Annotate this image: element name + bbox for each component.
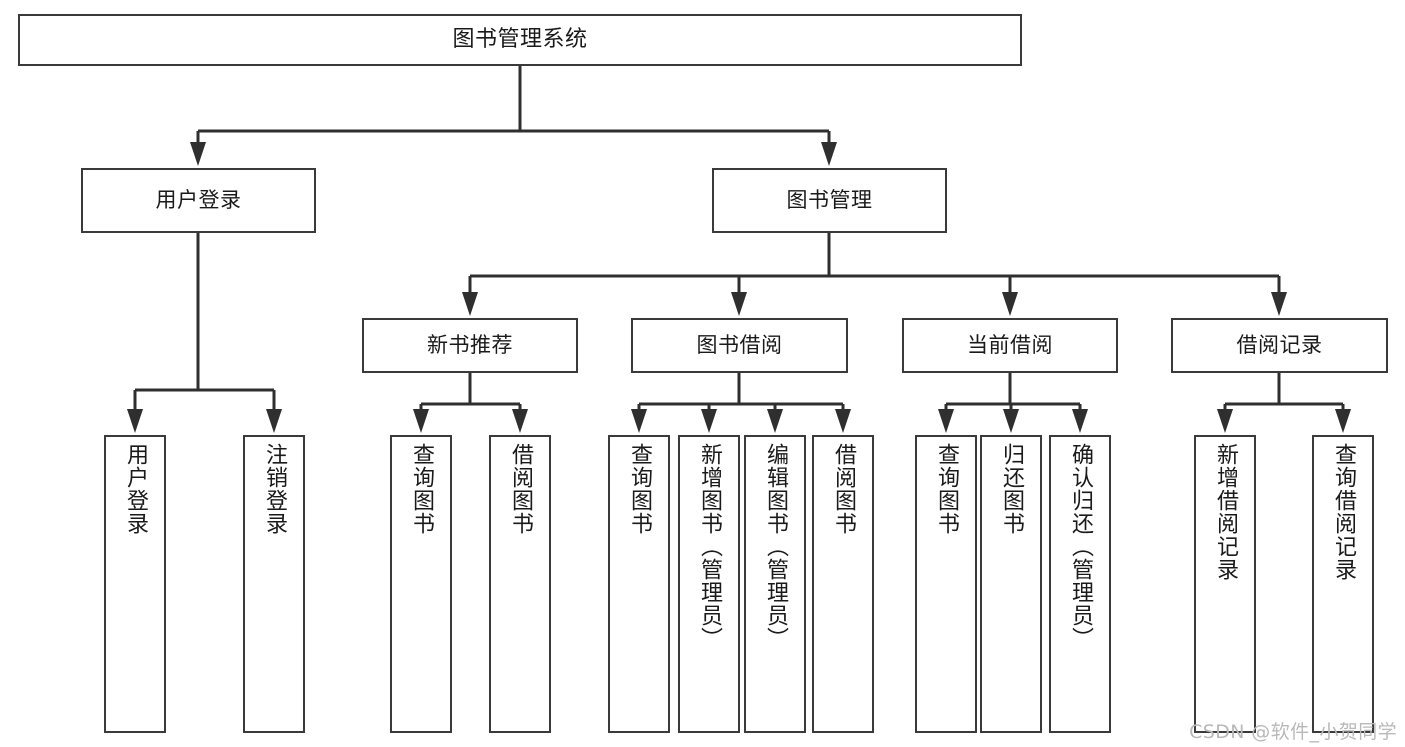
node-leaf1[interactable]: 用户登录 bbox=[104, 435, 166, 733]
node-label-leaf10: 归还图书 bbox=[998, 443, 1024, 535]
node-login[interactable]: 用户登录 bbox=[81, 168, 316, 233]
node-leaf8[interactable]: 借阅图书 bbox=[812, 435, 874, 733]
node-root[interactable]: 图书管理系统 bbox=[18, 14, 1022, 66]
node-leaf13[interactable]: 查询借阅记录 bbox=[1312, 435, 1374, 733]
node-leaf2[interactable]: 注销登录 bbox=[243, 435, 305, 733]
node-label-leaf8: 借阅图书 bbox=[830, 443, 856, 535]
node-bookmgmt[interactable]: 图书管理 bbox=[712, 168, 947, 233]
node-label-bookmgmt: 图书管理 bbox=[786, 188, 873, 213]
node-label-leaf9: 查询图书 bbox=[933, 443, 959, 535]
node-leaf12[interactable]: 新增借阅记录 bbox=[1194, 435, 1256, 733]
node-leaf9[interactable]: 查询图书 bbox=[915, 435, 977, 733]
node-label-leaf3: 查询图书 bbox=[408, 443, 434, 535]
watermark-text: CSDN @软件_小贺同学 bbox=[1189, 721, 1397, 743]
node-leaf4[interactable]: 借阅图书 bbox=[489, 435, 551, 733]
node-current[interactable]: 当前借阅 bbox=[902, 318, 1118, 373]
node-leaf3[interactable]: 查询图书 bbox=[390, 435, 452, 733]
node-label-leaf4: 借阅图书 bbox=[507, 443, 533, 535]
node-label-login: 用户登录 bbox=[155, 188, 242, 213]
node-leaf10[interactable]: 归还图书 bbox=[980, 435, 1042, 733]
node-label-leaf13: 查询借阅记录 bbox=[1330, 443, 1356, 581]
node-leaf5[interactable]: 查询图书 bbox=[608, 435, 670, 733]
node-label-current: 当前借阅 bbox=[967, 333, 1053, 358]
node-label-leaf6: 新增图书（管理员） bbox=[696, 443, 722, 650]
node-leaf11[interactable]: 确认归还（管理员） bbox=[1049, 435, 1111, 733]
node-leaf6[interactable]: 新增图书（管理员） bbox=[678, 435, 740, 733]
node-label-leaf7: 编辑图书（管理员） bbox=[762, 443, 788, 650]
node-label-root: 图书管理系统 bbox=[452, 27, 588, 53]
node-label-leaf5: 查询图书 bbox=[626, 443, 652, 535]
node-label-leaf2: 注销登录 bbox=[261, 443, 287, 535]
node-label-leaf11: 确认归还（管理员） bbox=[1067, 443, 1093, 650]
node-label-borrow: 图书借阅 bbox=[696, 333, 783, 358]
node-label-newbook: 新书推荐 bbox=[427, 333, 513, 358]
node-newbook[interactable]: 新书推荐 bbox=[362, 318, 578, 373]
node-label-leaf1: 用户登录 bbox=[122, 443, 148, 535]
node-borrow[interactable]: 图书借阅 bbox=[631, 318, 848, 373]
node-label-records: 借阅记录 bbox=[1236, 333, 1323, 358]
node-leaf7[interactable]: 编辑图书（管理员） bbox=[744, 435, 806, 733]
node-records[interactable]: 借阅记录 bbox=[1171, 318, 1388, 373]
node-label-leaf12: 新增借阅记录 bbox=[1212, 443, 1238, 581]
